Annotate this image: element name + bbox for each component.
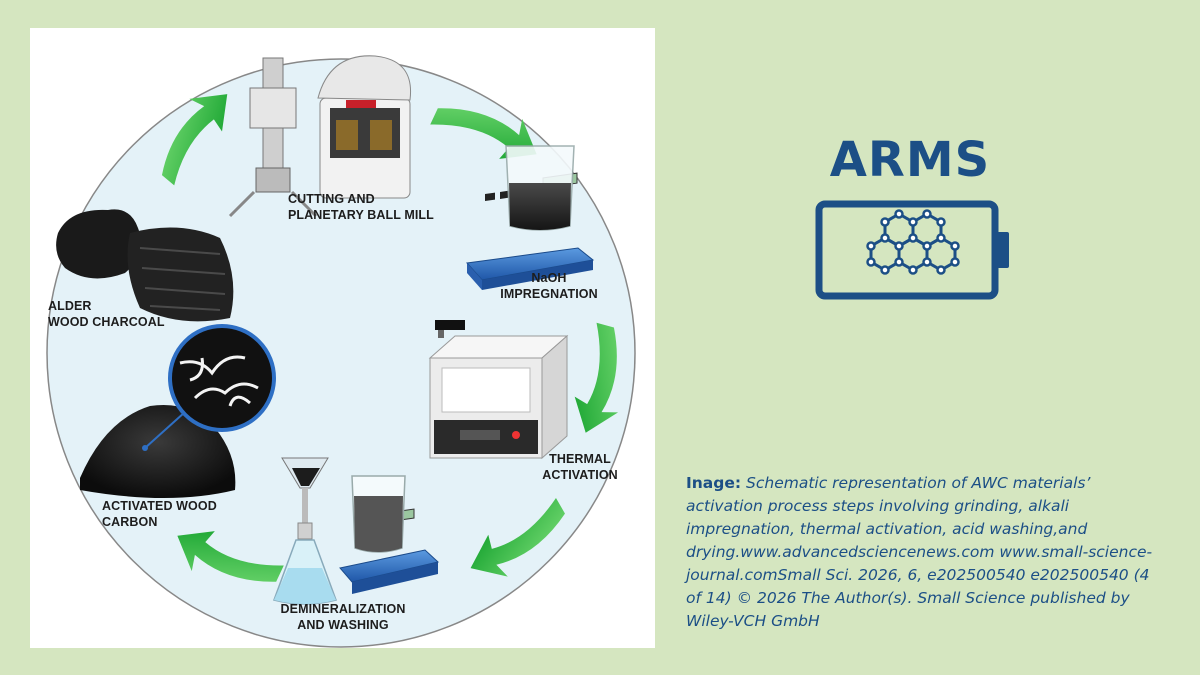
arrow-demineral-to-activated — [177, 531, 284, 582]
step-label-ball-mill: CUTTING AND PLANETARY BALL MILL — [288, 192, 434, 222]
arrow-naoh-to-thermal — [574, 322, 619, 433]
arrow-thermal-to-demineral — [470, 497, 565, 577]
furnace-illustration — [428, 320, 569, 460]
step-label-activated: ACTIVATED WOOD CARBON — [102, 499, 217, 529]
caption-label: Inage: — [686, 474, 742, 492]
step-label-thermal: THERMAL ACTIVATION — [542, 452, 618, 482]
brand-title: ARMS — [829, 132, 991, 188]
arrow-charcoal-to-mill — [161, 94, 228, 186]
process-diagram: CUTTING AND PLANETARY BALL MILL NaOH IMP… — [30, 28, 655, 648]
process-circle — [46, 58, 636, 648]
figure-caption: Inage: Schematic representation of AWC m… — [686, 472, 1161, 633]
activated-carbon-illustration — [80, 324, 276, 498]
ball-mill-illustration — [228, 55, 412, 218]
alder-charcoal-illustration — [56, 209, 234, 322]
naoh-beaker-illustration — [466, 145, 595, 290]
step-label-naoh: NaOH IMPREGNATION — [500, 271, 598, 301]
demineralization-illustration — [273, 457, 440, 605]
battery-graphene-icon — [815, 200, 1015, 305]
step-label-demineral: DEMINERALIZATION AND WASHING — [280, 602, 406, 632]
process-diagram-graphic — [46, 55, 636, 648]
caption-text: Schematic representation of AWC material… — [686, 474, 1153, 630]
step-label-alder: ALDER WOOD CHARCOAL — [48, 299, 165, 329]
